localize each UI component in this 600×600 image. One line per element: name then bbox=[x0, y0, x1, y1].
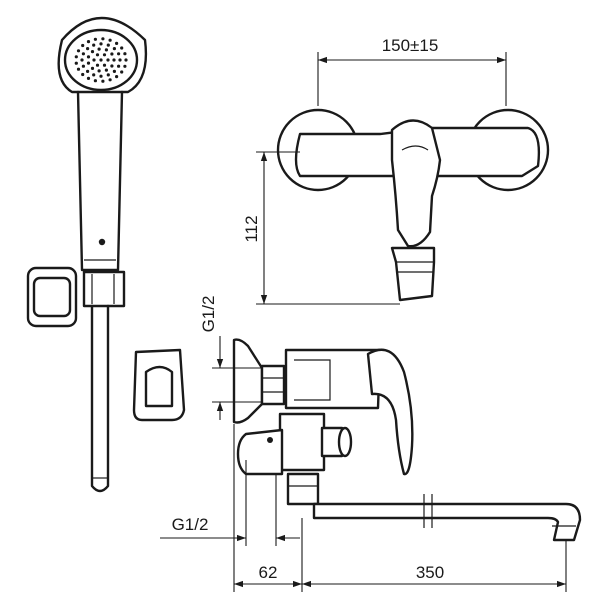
nozzle-dot bbox=[117, 52, 121, 56]
nozzle-dot bbox=[86, 47, 90, 51]
shower-head bbox=[57, 16, 148, 94]
spout-outlet-top bbox=[390, 246, 436, 302]
connector-nut bbox=[260, 364, 286, 406]
dimension-thread-upper: G1/2 bbox=[199, 296, 262, 420]
nozzle-dot bbox=[92, 43, 96, 47]
lever-top bbox=[390, 119, 442, 248]
dim-label-width: 150±15 bbox=[382, 36, 439, 55]
nozzle-dot bbox=[99, 74, 103, 78]
nozzle-dot bbox=[117, 64, 121, 68]
nozzle-dot bbox=[80, 58, 84, 62]
nozzle-dot bbox=[92, 58, 96, 62]
nozzle-dot bbox=[95, 63, 100, 67]
shower-handle bbox=[76, 90, 124, 272]
nozzle-dot bbox=[123, 52, 127, 56]
nozzle-dot bbox=[106, 58, 110, 62]
nozzle-dot bbox=[86, 40, 91, 44]
mixer-side-view bbox=[232, 338, 582, 542]
nozzle-dot bbox=[76, 49, 81, 53]
nozzle-dot bbox=[102, 63, 107, 67]
nozzle-dot bbox=[93, 37, 97, 41]
mixer-top-view bbox=[276, 108, 550, 302]
nozzle-dot bbox=[108, 38, 112, 42]
nozzle-dot bbox=[104, 48, 108, 52]
nozzle-dot bbox=[101, 79, 105, 83]
nozzle-dot bbox=[86, 55, 91, 59]
diverter-knob bbox=[337, 426, 353, 458]
dimension-height-side: 112 bbox=[242, 151, 400, 305]
nozzle-dot bbox=[115, 41, 119, 46]
dim-label-offset: 62 bbox=[259, 563, 278, 582]
nozzle-dot bbox=[106, 73, 110, 77]
nozzle-dot bbox=[76, 67, 81, 71]
mixer-body-side bbox=[284, 348, 382, 410]
wall-bracket bbox=[132, 348, 186, 422]
nozzle-dot bbox=[110, 52, 114, 56]
dim-label-height: 112 bbox=[242, 215, 261, 242]
nozzle-dot bbox=[81, 52, 85, 56]
nozzle-dot bbox=[81, 72, 85, 77]
nozzle-dot bbox=[118, 58, 122, 62]
nozzle-dot bbox=[86, 61, 91, 65]
shower-holder-clamp bbox=[82, 270, 126, 308]
handle-dot bbox=[98, 238, 106, 246]
nozzle-dot bbox=[97, 69, 101, 73]
nozzle-dot bbox=[90, 66, 95, 70]
nozzle-dot bbox=[124, 58, 128, 62]
nozzle-dot bbox=[93, 79, 97, 83]
nozzle-dot bbox=[112, 69, 116, 73]
lever-side bbox=[366, 348, 414, 476]
nozzle-dot bbox=[81, 64, 85, 68]
wall-plate bbox=[232, 338, 264, 424]
nozzle-dot bbox=[123, 64, 127, 68]
dim-label-thread-upper: G1/2 bbox=[199, 296, 218, 333]
nozzle-dot bbox=[112, 47, 116, 51]
nozzle-dot bbox=[90, 50, 95, 54]
nozzle-dot bbox=[97, 47, 101, 51]
nozzle-dot bbox=[106, 43, 110, 47]
nozzle-dot bbox=[92, 73, 96, 77]
dimension-thread-lower: G1/2 bbox=[160, 460, 300, 546]
spout-nut bbox=[286, 472, 320, 506]
nozzle-dot bbox=[120, 46, 124, 50]
nozzle-dot bbox=[120, 70, 124, 74]
nozzle-dot bbox=[99, 58, 103, 62]
hand-shower bbox=[26, 16, 148, 493]
shower-face bbox=[63, 28, 139, 92]
dimension-offset-and-length: 62 350 bbox=[233, 424, 567, 592]
nozzle-dot bbox=[102, 53, 107, 57]
dim-label-thread-lower: G1/2 bbox=[172, 515, 209, 534]
diverter-body bbox=[278, 412, 326, 472]
nozzle-dot bbox=[81, 43, 85, 48]
nozzle-dot bbox=[86, 76, 91, 80]
nozzle-dot bbox=[110, 64, 114, 68]
shower-hose bbox=[90, 304, 110, 493]
nozzle-dot bbox=[95, 53, 100, 57]
nozzle-dot bbox=[115, 75, 119, 79]
nozzle-dot bbox=[101, 37, 105, 41]
nozzle-dot bbox=[74, 61, 78, 65]
nozzle-dot bbox=[112, 58, 116, 62]
dim-label-spout-length: 350 bbox=[416, 563, 444, 582]
shower-outlet bbox=[236, 428, 284, 476]
nozzle-dot bbox=[99, 42, 103, 46]
nozzle-dot bbox=[104, 68, 108, 72]
shower-holder-left bbox=[26, 266, 78, 328]
spout-side bbox=[312, 502, 582, 542]
dimension-width-top: 150±15 bbox=[317, 36, 507, 106]
shower-nozzles bbox=[74, 37, 128, 83]
nozzle-dot bbox=[86, 69, 90, 73]
nozzle-dot bbox=[108, 78, 112, 82]
nozzle-dot bbox=[74, 55, 78, 59]
